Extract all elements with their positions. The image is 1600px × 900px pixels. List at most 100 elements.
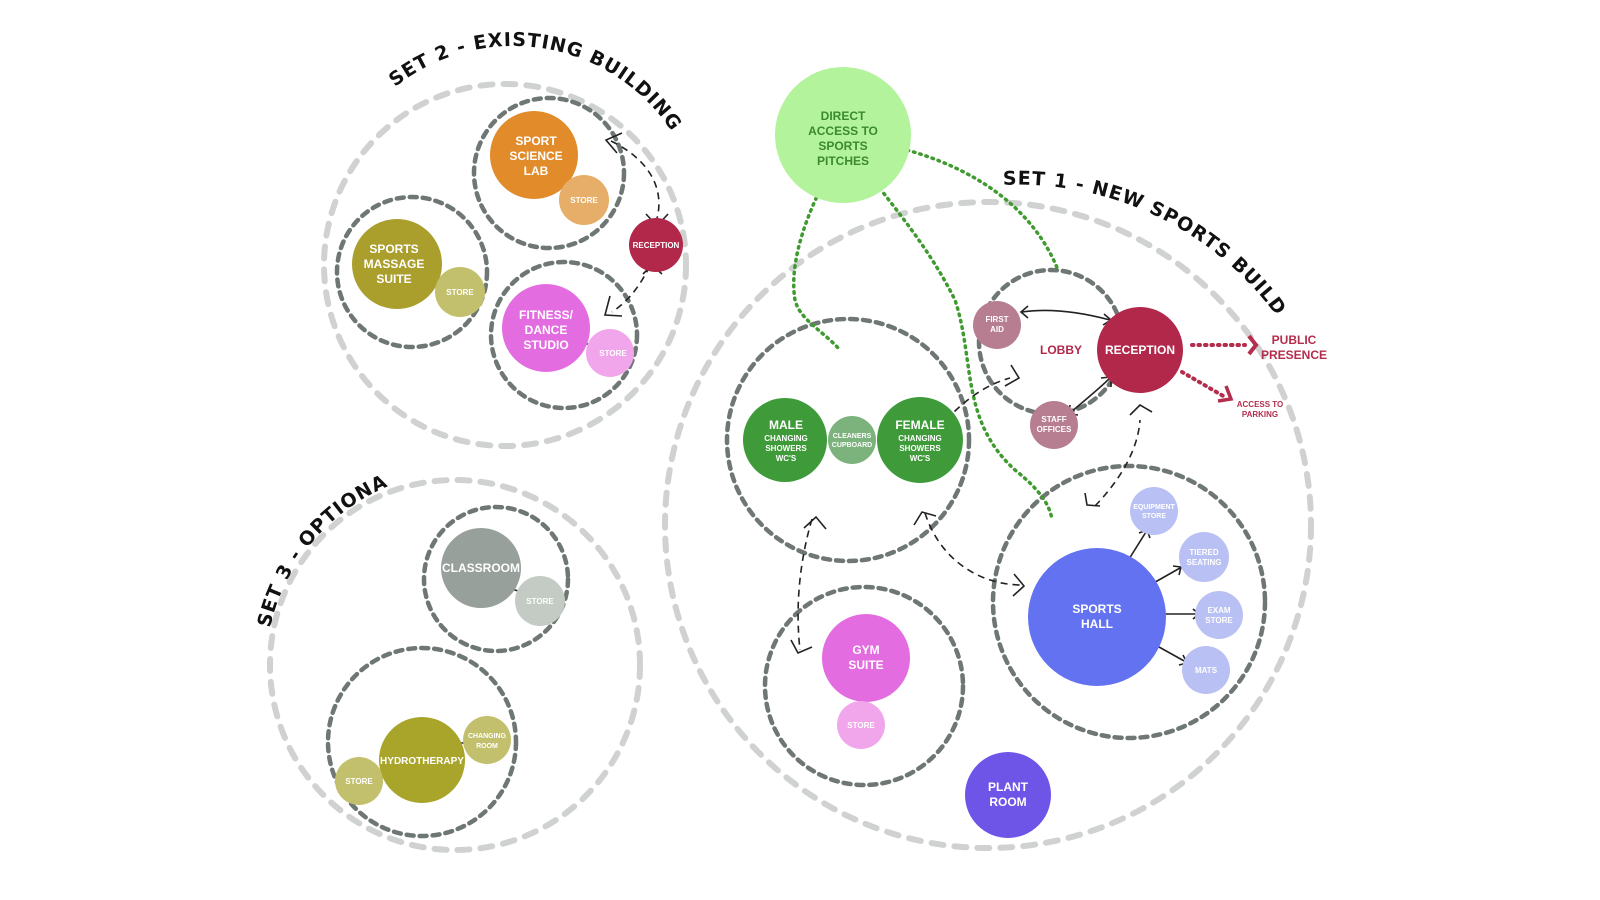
direct-access-bubble <box>775 67 911 203</box>
staff-offices-bubble <box>1030 401 1078 449</box>
plant-room-bubble <box>965 752 1051 838</box>
staff-offices-line-1: STAFF <box>1041 415 1066 424</box>
fitness-studio-bubble <box>502 284 590 372</box>
direct-access-line-4: PITCHES <box>817 154 869 168</box>
fitness-store-label: STORE <box>599 349 627 358</box>
massage-line-2: MASSAGE <box>364 257 425 271</box>
link-female-hall <box>924 512 1023 586</box>
female-title: FEMALE <box>895 418 944 432</box>
first-aid-line-1: FIRST <box>985 315 1008 324</box>
female-sub-3: WC'S <box>910 454 931 463</box>
set2-reception-label: RECEPTION <box>633 241 680 250</box>
sport-science-line-3: LAB <box>524 164 549 178</box>
massage-line-1: SPORTS <box>369 242 418 256</box>
hydrotherapy-label: HYDROTHERAPY <box>380 756 464 767</box>
plant-room-line-1: PLANT <box>988 780 1029 794</box>
arrowhead-fitness <box>603 295 623 317</box>
massage-ring <box>334 194 490 350</box>
first-aid-bubble <box>973 301 1021 349</box>
hydro-store-label: STORE <box>345 777 373 786</box>
classroom-ring <box>421 504 571 654</box>
pitch-link-to-lobby <box>880 142 1060 272</box>
mats-label: MATS <box>1195 666 1218 675</box>
set3-outer-ring <box>267 477 643 853</box>
exam-line-2: STORE <box>1205 616 1233 625</box>
hydro-store-bubble <box>335 757 383 805</box>
gym-ring <box>762 584 966 788</box>
public-presence-line-1: PUBLIC <box>1272 333 1317 347</box>
sports-hall-bubble <box>1028 548 1166 686</box>
link-hall-reception <box>1094 419 1141 507</box>
female-sub-2: SHOWERS <box>899 444 941 453</box>
sports-hall-line-1: SPORTS <box>1072 602 1121 616</box>
classroom-bubble <box>441 528 521 608</box>
set1-reception-bubble <box>1097 307 1183 393</box>
staff-offices-line-2: OFFICES <box>1037 425 1072 434</box>
male-sub-3: WC'S <box>776 454 797 463</box>
massage-store-bubble <box>435 267 485 317</box>
gym-line-2: SUITE <box>848 658 883 672</box>
lobby-label: LOBBY <box>1040 343 1082 357</box>
equipment-line-1: EQUIPMENT <box>1133 504 1175 511</box>
plant-room-line-2: ROOM <box>989 795 1026 809</box>
parking-link <box>1180 370 1227 399</box>
sport-science-line-2: SCIENCE <box>509 149 562 163</box>
direct-access-line-3: SPORTS <box>818 139 867 153</box>
sport-science-store-bubble <box>559 175 609 225</box>
gym-store-bubble <box>837 701 885 749</box>
cleaners-line-2: CUPBOARD <box>832 442 872 449</box>
pitch-link-to-changing <box>791 184 842 352</box>
fitness-line-2: DANCE <box>525 323 568 337</box>
fitness-store-bubble <box>586 329 634 377</box>
direct-access-line-2: ACCESS TO <box>808 124 878 138</box>
hydrotherapy-ring <box>325 645 519 839</box>
link-lab-reception <box>610 140 660 223</box>
parking-arrowhead <box>1217 385 1234 403</box>
set2-reception-bubble <box>629 218 683 272</box>
gym-suite-bubble <box>822 614 910 702</box>
link-male-gym <box>797 518 813 651</box>
set2-outer-ring <box>321 81 689 449</box>
changing-ring <box>724 316 972 564</box>
cleaners-line-1: CLEANERS <box>833 433 872 440</box>
link-female-lobby <box>945 377 1011 421</box>
changing-room-bubble <box>463 716 511 764</box>
exam-line-1: EXAM <box>1207 606 1230 615</box>
male-changing-bubble <box>743 398 827 482</box>
equipment-store-bubble <box>1130 487 1178 535</box>
tiered-seating-bubble <box>1179 532 1229 582</box>
fitness-line-3: STUDIO <box>523 338 568 352</box>
sport-science-store-label: STORE <box>570 196 598 205</box>
set1-reception-label: RECEPTION <box>1105 343 1175 357</box>
set1-outer-ring <box>662 199 1314 851</box>
sports-massage-bubble <box>352 219 442 309</box>
sport-science-line-1: SPORT <box>515 134 557 148</box>
public-presence-arrowhead <box>1247 334 1259 356</box>
sports-hall-ring <box>990 463 1268 741</box>
link-firstaid-reception <box>1021 309 1111 321</box>
male-title: MALE <box>769 418 803 432</box>
arrowhead-lab <box>604 132 623 154</box>
tiered-line-2: SEATING <box>1187 558 1222 567</box>
direct-access-line-1: DIRECT <box>821 109 866 123</box>
